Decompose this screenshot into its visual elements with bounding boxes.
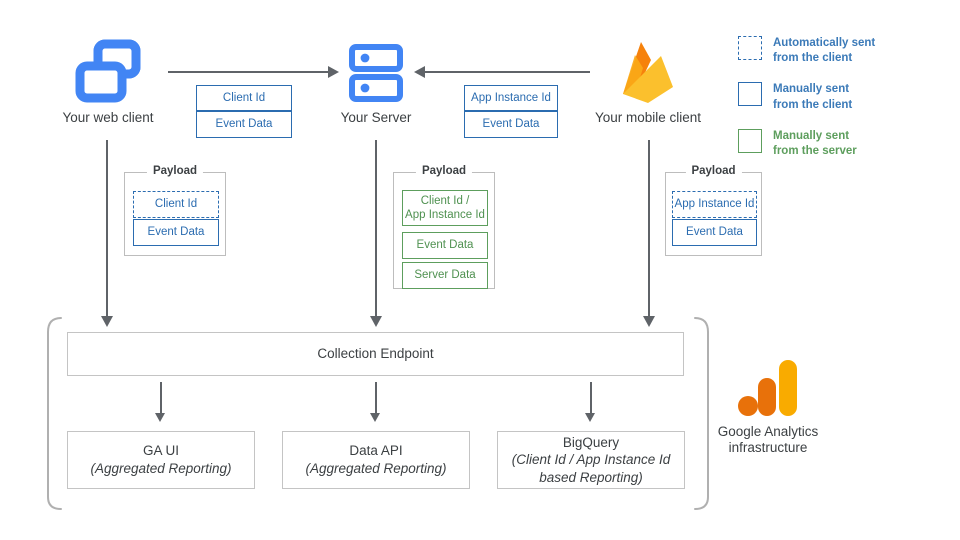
firebase-icon — [613, 37, 683, 114]
legend-item-manual-server: Manually sent from the server — [738, 128, 875, 159]
arrow-server-down-line — [375, 140, 377, 318]
payload-web-item-event-data: Event Data — [133, 219, 219, 246]
node-label-web-client: Your web client — [62, 110, 154, 125]
legend-swatch-solid-green — [738, 128, 762, 153]
output-ga-ui-subtitle: (Aggregated Reporting) — [90, 461, 232, 476]
arrow-mobile-to-server-head — [414, 65, 425, 78]
payload-server-item-ids: Client Id / App Instance Id — [402, 190, 488, 226]
payload-web-item-client-id: Client Id — [133, 191, 219, 218]
bracket-right — [694, 317, 709, 510]
payload-server-title: Payload — [415, 165, 473, 177]
output-box-data-api: Data API (Aggregated Reporting) — [282, 431, 470, 489]
output-data-api-title: Data API — [349, 443, 403, 459]
arrow-mobile-down-head — [642, 316, 655, 327]
output-box-ga-ui: GA UI (Aggregated Reporting) — [67, 431, 255, 489]
arrow-web-down-line — [106, 140, 108, 318]
arrow-to-ga-ui-head — [155, 413, 165, 422]
arrow-web-to-server-head — [328, 65, 339, 78]
arrow-to-ga-ui-line — [160, 382, 162, 415]
ga-brand-line2: infrastructure — [728, 440, 808, 455]
arrow-to-data-api-head — [370, 413, 380, 422]
arrow-server-down-head — [369, 316, 382, 327]
collection-endpoint-label: Collection Endpoint — [317, 346, 434, 362]
arrow-to-bigquery-head — [585, 413, 595, 422]
arrow-web-down-head — [100, 316, 113, 327]
payload-mobile-item-app-instance-id: App Instance Id — [672, 191, 757, 218]
output-box-bigquery: BigQuery (Client Id / App Instance Id ba… — [497, 431, 685, 489]
output-bigquery-subtitle: (Client Id / App Instance Id based Repor… — [511, 452, 671, 485]
node-label-server: Your Server — [340, 110, 412, 125]
arrow-web-to-server-line — [168, 71, 330, 73]
legend-label-manual-client: Manually sent from the client — [773, 83, 853, 111]
transfer-box-client-id: Client Id — [196, 85, 292, 111]
legend-label-manual-server: Manually sent from the server — [773, 129, 857, 157]
payload-server-item-server-data: Server Data — [402, 262, 488, 289]
legend-swatch-solid-blue — [738, 82, 762, 107]
arrow-mobile-to-server-line — [425, 71, 590, 73]
arrow-to-bigquery-line — [590, 382, 592, 415]
legend: Automatically sent from the client Manua… — [738, 36, 875, 159]
payload-mobile: Payload App Instance Id Event Data — [665, 165, 762, 256]
transfer-box-event-data: Event Data — [196, 111, 292, 138]
bracket-left — [47, 317, 62, 510]
payload-mobile-item-event-data: Event Data — [672, 219, 757, 246]
collection-endpoint-box: Collection Endpoint — [67, 332, 684, 376]
output-bigquery-title: BigQuery — [562, 434, 620, 450]
payload-server-item-event-data: Event Data — [402, 232, 488, 259]
ga-brand-line1: Google Analytics — [717, 424, 819, 439]
arrow-to-data-api-line — [375, 382, 377, 415]
payload-mobile-title: Payload — [685, 165, 742, 177]
legend-item-manual-client: Manually sent from the client — [738, 82, 875, 112]
output-ga-ui-title: GA UI — [142, 443, 179, 459]
windows-icon — [72, 36, 144, 113]
transfer-box-app-instance-id: App Instance Id — [464, 85, 558, 111]
google-analytics-icon — [737, 358, 799, 425]
transfer-box-event-data-mobile: Event Data — [464, 111, 558, 138]
server-icon — [349, 44, 403, 107]
arrow-mobile-down-line — [648, 140, 650, 318]
payload-web-title: Payload — [146, 165, 204, 177]
payload-web: Payload Client Id Event Data — [124, 165, 226, 256]
payload-server: Payload Client Id / App Instance Id Even… — [393, 165, 495, 289]
legend-swatch-dashed-blue — [738, 36, 762, 60]
output-data-api-subtitle: (Aggregated Reporting) — [305, 461, 447, 476]
node-label-mobile-client: Your mobile client — [594, 110, 702, 125]
legend-label-auto-client: Automatically sent from the client — [773, 37, 876, 65]
legend-item-auto-client: Automatically sent from the client — [738, 36, 875, 66]
